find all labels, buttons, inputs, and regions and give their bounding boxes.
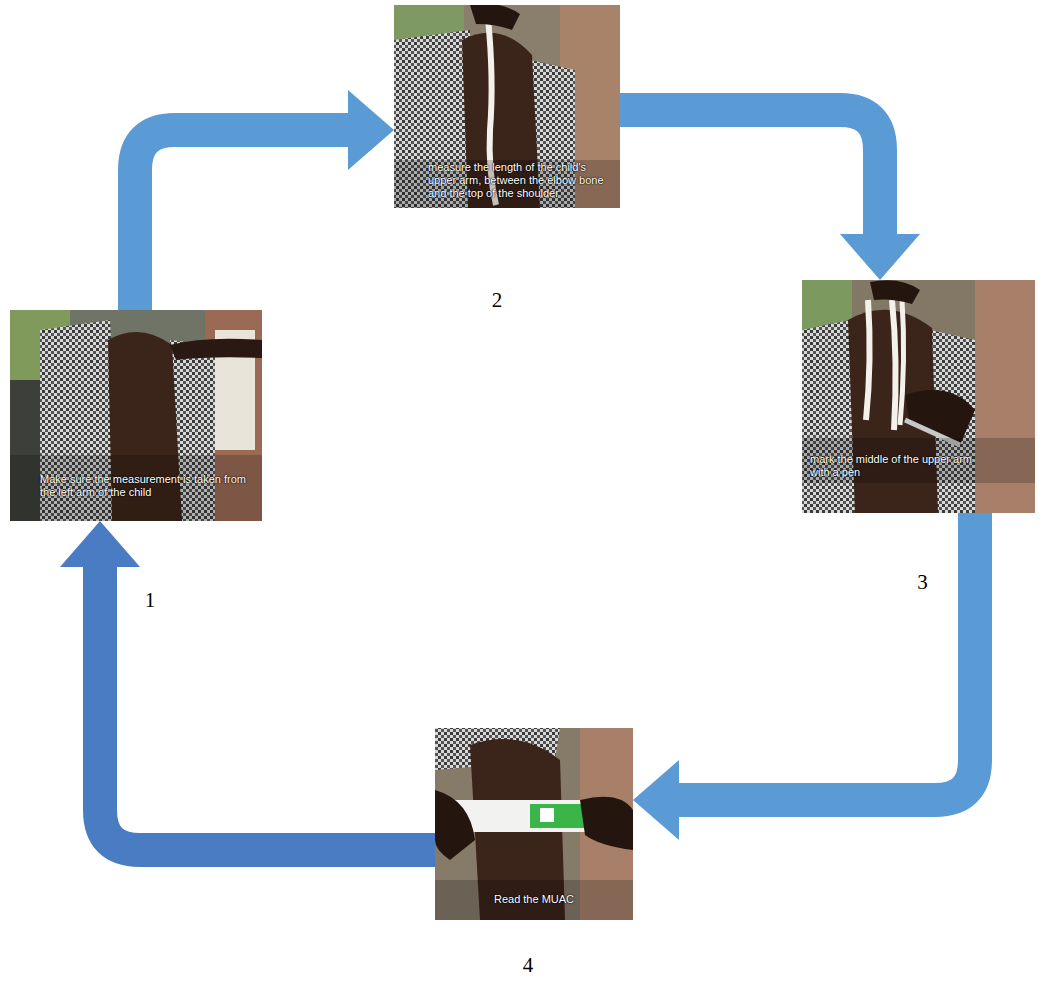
adult-hand — [905, 390, 975, 445]
photo-background — [435, 728, 633, 920]
step-number: 4 — [429, 953, 627, 977]
adult-hand — [435, 790, 475, 860]
photo-step-box: measure the length of the child's upper … — [394, 5, 620, 208]
photo-background — [10, 310, 262, 521]
photo-caption: Make sure the measurement is taken from … — [40, 473, 250, 499]
adult-hand — [170, 339, 262, 360]
photo-step-box: mark the middle of the upper arm with a … — [802, 280, 1035, 513]
arrow-head — [60, 521, 140, 567]
block-arrow — [135, 90, 394, 310]
arrow-head — [840, 234, 920, 280]
photo-read-muac — [435, 728, 633, 920]
yarn-string — [892, 300, 896, 430]
yarn-string — [866, 300, 870, 420]
photo-background — [802, 280, 1035, 513]
yarn-string — [900, 300, 904, 425]
block-arrow — [60, 521, 435, 850]
photo-step-box: Make sure the measurement is taken from … — [10, 310, 262, 521]
arrow-head — [348, 90, 394, 170]
adult-hand — [870, 280, 920, 304]
muac-window — [540, 808, 554, 822]
arrow-shaft — [677, 513, 975, 800]
photo-caption: measure the length of the child's upper … — [428, 161, 608, 200]
adult-hand — [580, 797, 633, 850]
arrow-head — [633, 760, 679, 840]
block-arrow — [633, 513, 975, 840]
block-arrow — [620, 110, 920, 280]
caption-shade — [10, 455, 262, 521]
step-number: 3 — [806, 570, 1039, 594]
caption-shade — [435, 880, 633, 920]
photo-measure-length — [394, 5, 620, 208]
dress — [802, 320, 855, 513]
photo-arm-left — [10, 310, 262, 521]
arrow-shaft — [620, 110, 880, 236]
caption-shade — [802, 438, 1035, 483]
photo-mark-middle — [802, 280, 1035, 513]
photo-caption: Read the MUAC — [445, 893, 623, 906]
step-number: 2 — [384, 288, 610, 312]
photo-step-box: Read the MUAC4 — [435, 728, 633, 920]
photo-background — [394, 5, 620, 208]
caption-shade — [394, 160, 620, 208]
photo-caption: mark the middle of the upper arm with a … — [810, 453, 975, 479]
muac-green-zone — [530, 804, 585, 828]
arrow-shaft — [135, 130, 350, 310]
step-number: 1 — [24, 588, 276, 612]
adult-hand — [470, 5, 520, 30]
